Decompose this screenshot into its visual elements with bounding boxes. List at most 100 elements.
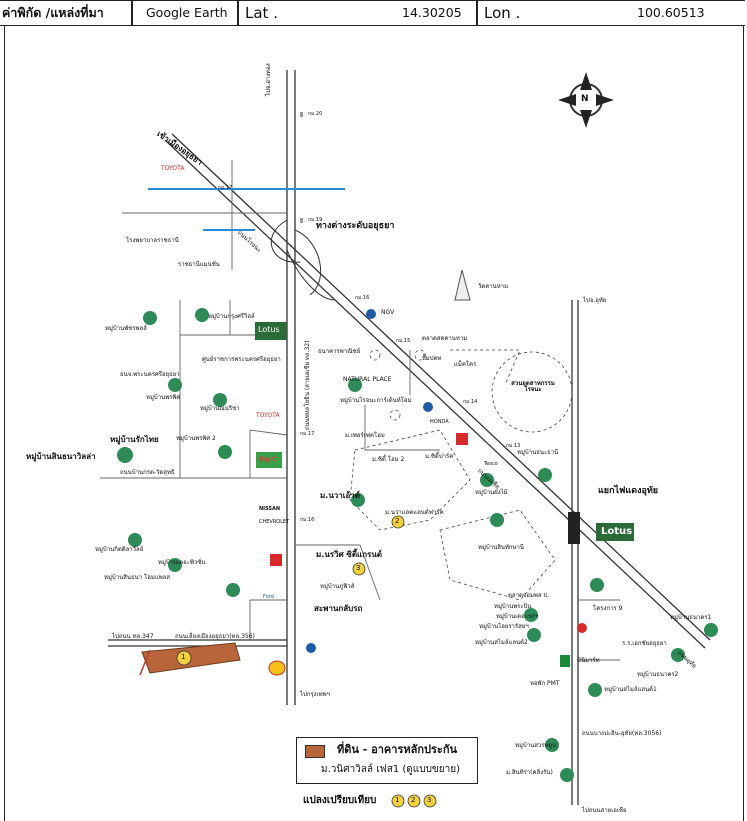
village-label: หมู่บ้านไอยรารัสยฯ xyxy=(479,623,529,630)
village-label: ม.นรวิศ ซิตี้แกรนด์ xyxy=(316,550,383,559)
label-minimart: มินิมาร์ท xyxy=(577,657,600,664)
village-label: หมู่บ้านเดอะพิวซั่น xyxy=(158,559,206,566)
label-uthai-junction: แยกไฟแดงอุทัย xyxy=(598,486,659,496)
village-label: หมู่บ้านสไมล์แลนด์2 xyxy=(475,639,528,646)
label-ratchathani: ราชธานีแมนชั่น xyxy=(178,261,220,268)
ptt-logo-2 xyxy=(423,402,433,412)
label-phahon-road: ถนนพหลโยธิน (สายเอเชีย ทล.32) xyxy=(304,340,311,430)
label-industrial-park: สวนอุตสาหกรรม โรจนะ xyxy=(511,380,555,393)
village-label: หมู่บ้านพัชรพลล์ xyxy=(105,325,147,332)
village-label: หมู่บ้านธนะธานี xyxy=(517,449,559,456)
lon-label: Lon . xyxy=(484,4,521,22)
label-hospital: โรงพยาบาลราชธานี xyxy=(126,237,179,244)
label-school: ธนจ.พระนครศรีอยุธยา xyxy=(120,371,180,378)
village-label: หมู่บ้านโรจนะการ์เด้นท์โฮม xyxy=(340,397,412,404)
label-toyota-2: TOYOTA xyxy=(161,165,185,172)
road-356 xyxy=(108,639,287,647)
village-label: ม.เพอร์เฟคโฮม xyxy=(345,432,385,439)
km-label: กม.15 xyxy=(396,338,411,344)
village-label: หมู่บ้านเดอะรถฯ xyxy=(496,613,539,620)
km-label: กม.17 xyxy=(300,431,315,437)
interchange-loops xyxy=(270,219,336,301)
village-label: หมู่บ้านสไมล์แลนด์1 xyxy=(604,686,657,693)
hospital-logo xyxy=(456,433,468,445)
village-label: หมู่บ้านพระบิน xyxy=(494,603,532,610)
label-school-2: ร.ร.เอกชัยอยุธยา xyxy=(622,640,667,647)
road-uthai-vertical xyxy=(571,300,579,805)
label-ptt: ปั๊มปตท xyxy=(422,355,442,362)
village-icons xyxy=(117,308,718,782)
village-label: หมู่บ้านธนาคร1 xyxy=(670,614,712,621)
ptt-logo-1 xyxy=(366,309,376,319)
label-to-angthong: ไปจ.อ่างทอง xyxy=(265,63,272,96)
village-label: หมู่บ้านผังไม้ xyxy=(475,489,508,496)
legend-compare-number: 3 xyxy=(427,796,432,804)
compass-rose xyxy=(558,72,614,128)
legend-swatch xyxy=(305,745,325,758)
km-label: กม.14 xyxy=(463,399,478,405)
km-label: กม.17 xyxy=(218,185,233,191)
label-to-uthai: ไปจ.อุทัย xyxy=(583,297,607,304)
seven-logo xyxy=(560,655,570,667)
village-label: หมู่บ้านณนริชา xyxy=(200,405,240,412)
label-ngv: NGV xyxy=(381,309,395,316)
village-label: ม.สินทิรา(คลิ่งรัน) xyxy=(506,769,553,776)
village-label: หมู่บ้านรักไทย xyxy=(110,435,159,444)
map-frame xyxy=(4,26,744,821)
village-label: หมู่บ้านภูฟิวส์ xyxy=(320,583,355,590)
km-label: กม.13 xyxy=(506,443,521,449)
label-bigc: Big C xyxy=(259,456,277,463)
village-label: หมู่บ้านพรพิศ 2 xyxy=(176,435,216,442)
label-natural-place: NATURAL PLACE xyxy=(343,376,392,383)
label-nissan: NISSAN xyxy=(259,506,281,512)
label-tesco: Tesco xyxy=(484,461,498,467)
road-phahon xyxy=(286,70,296,705)
compare-marker-number: 2 xyxy=(395,517,400,525)
dashed-zones xyxy=(349,349,573,601)
village-label: ม.ซิตี้ปาร์ค xyxy=(425,453,454,460)
uthai-junction xyxy=(568,512,580,544)
header-divider xyxy=(131,1,133,25)
side-roads xyxy=(100,160,620,661)
lotus-logo-2 xyxy=(596,523,634,541)
label-route-347: ไปถนน ทล.347 xyxy=(112,633,154,640)
temple-icon xyxy=(454,269,471,301)
coord-label: ค่าพิกัด /แหล่งที่มา xyxy=(2,5,104,20)
cross-logo xyxy=(577,623,587,633)
road-asia-diagonal xyxy=(164,133,711,649)
compare-markers xyxy=(352,515,405,576)
label-interchange: ทางต่างระดับอยุธยา xyxy=(316,221,395,231)
label-makro: แม็คโคร xyxy=(454,361,477,368)
subject-parcel xyxy=(139,642,241,676)
label-market-2: ตลาดจอมพล ป. xyxy=(508,592,550,599)
shell-logo xyxy=(268,660,286,676)
legend-subtitle: ม.วนิศาวิลล์ เฟส1 (ดูแบบขยาย) xyxy=(321,764,460,775)
km-label: กม.16 xyxy=(355,295,370,301)
village-label: หมู่บ้านกิตติลาวัลย์ xyxy=(95,546,144,553)
village-label: หมู่บ้านกรุงศรีวิลล์ xyxy=(208,313,255,320)
village-label: หมู่บ้านพรพิศ xyxy=(146,394,181,401)
legend-title: ที่ดิน - อาคารหลักประกัน xyxy=(337,743,457,756)
label-lotus: Lotus xyxy=(258,325,280,334)
label-bangpain-road: ถนนบางปะอิน-อุทัย(ทล.3056) xyxy=(582,730,662,737)
label-wat: วัดคานหาม xyxy=(478,283,509,290)
label-pmt: หอพัก PMT xyxy=(530,680,560,687)
canals xyxy=(148,188,345,231)
legend-compare-circles xyxy=(391,794,437,808)
label-chevrolet: CHEVROLET xyxy=(259,519,290,525)
km-label: กม.20 xyxy=(308,111,323,117)
km-label: กม.19 xyxy=(308,217,323,223)
header-divider xyxy=(476,1,478,25)
label-gov-center: ศูนย์ราชการพระนครศรีอยุธยา xyxy=(202,356,281,363)
legend-compare-number: 2 xyxy=(411,796,416,804)
lat-value: 14.30205 xyxy=(402,5,462,20)
village-label: หมู่บ้านสินทักษานี xyxy=(478,544,524,551)
village-label: ม.นวาเอ้าต์ xyxy=(320,491,360,500)
legend-compare-number: 1 xyxy=(395,796,400,804)
label-toyota: TOYOTA xyxy=(256,412,280,419)
km-label: กม.16 xyxy=(300,517,315,523)
lon-value: 100.60513 xyxy=(637,5,705,20)
label-lotus-2: Lotus xyxy=(601,526,633,537)
km-markers xyxy=(300,112,303,223)
compass-n-label: N xyxy=(581,94,589,104)
